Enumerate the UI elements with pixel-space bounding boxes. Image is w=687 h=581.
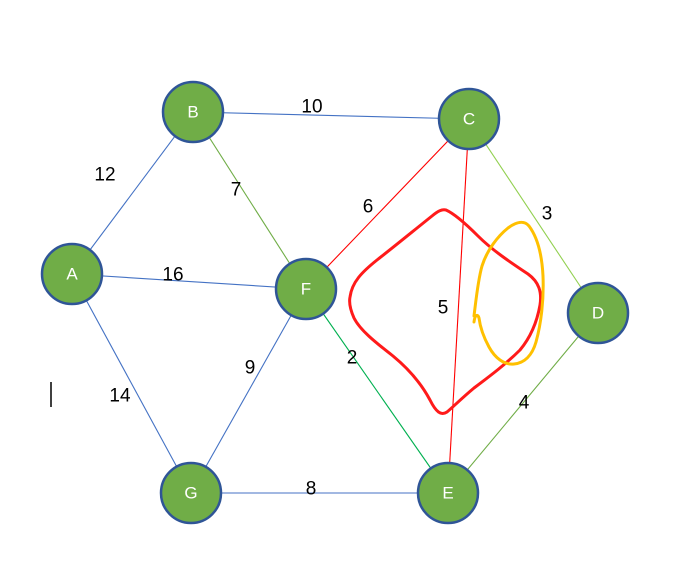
orange-hand-drawn-loop	[472, 220, 545, 366]
weight-label-f-g: 9	[245, 358, 256, 379]
node-label-a: A	[66, 265, 78, 284]
weight-label-c-d: 3	[542, 204, 553, 225]
weight-label-c-f: 6	[363, 197, 374, 218]
node-c: C	[437, 87, 501, 151]
node-circle-a	[40, 242, 104, 306]
node-circle-f	[274, 257, 338, 321]
red-hand-drawn-loop	[348, 208, 543, 415]
node-label-b: B	[187, 103, 198, 122]
weight-label-f-e: 2	[347, 348, 358, 369]
edge-d-e	[447, 312, 599, 494]
weight-label-a-f: 16	[162, 265, 183, 286]
annotation-scribbles	[348, 208, 545, 415]
node-label-e: E	[442, 484, 453, 503]
weight-label-b-c: 10	[301, 97, 322, 118]
node-circle-e	[416, 461, 480, 525]
nodes-layer: A B C D E F G	[40, 80, 630, 525]
edge-c-f	[305, 118, 470, 290]
weight-label-d-e: 4	[519, 393, 530, 414]
edge-weights-layer: 12 10 16 7 6 3 5 2 4 14 9 8	[94, 97, 552, 500]
node-label-c: C	[463, 110, 475, 129]
node-f: F	[274, 257, 338, 321]
node-label-f: F	[301, 280, 311, 299]
node-circle-c	[437, 87, 501, 151]
weight-label-g-e: 8	[306, 479, 317, 500]
edges-layer	[71, 111, 599, 494]
node-circle-g	[159, 461, 223, 525]
node-a: A	[40, 242, 104, 306]
edge-b-f	[192, 111, 307, 290]
weight-label-b-f: 7	[231, 180, 242, 201]
edge-b-c	[192, 111, 470, 120]
edge-f-g	[190, 288, 307, 494]
node-b: B	[161, 80, 225, 144]
node-circle-b	[161, 80, 225, 144]
weight-label-a-b: 12	[94, 165, 115, 186]
node-g: G	[159, 461, 223, 525]
weight-label-a-g: 14	[109, 386, 131, 407]
edge-a-b	[71, 111, 194, 275]
edge-a-f	[71, 273, 307, 290]
node-e: E	[416, 461, 480, 525]
node-label-d: D	[592, 304, 604, 323]
node-d: D	[566, 281, 630, 345]
edge-c-d	[468, 118, 599, 314]
edge-a-g	[71, 273, 192, 494]
edge-f-e	[305, 288, 449, 494]
node-label-g: G	[184, 484, 197, 503]
node-circle-d	[566, 281, 630, 345]
edge-c-e	[447, 118, 470, 494]
weight-label-c-e: 5	[438, 298, 449, 319]
